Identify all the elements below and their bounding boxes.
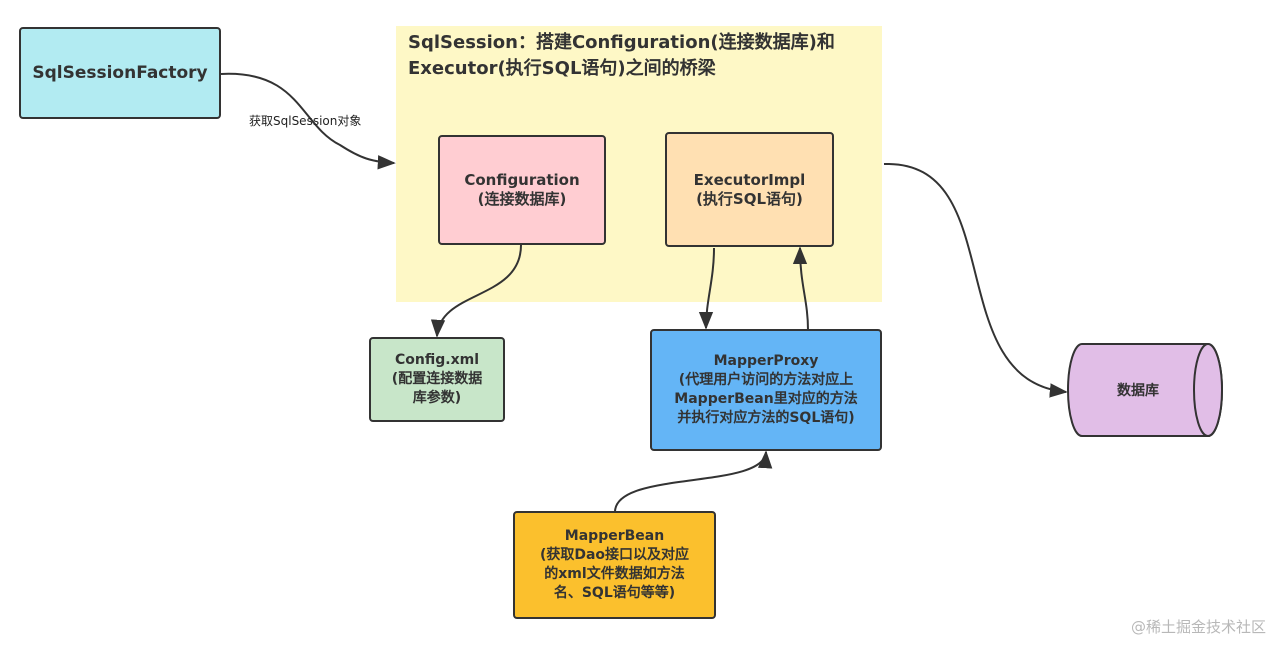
node-configuration-sub: (连接数据库) [477,190,567,208]
edge-label-get-sqlsession: 获取SqlSession对象 [249,114,362,128]
node-mapperbean-sub2: 的xml文件数据如方法 [544,566,685,582]
node-mapperproxy-sub2: MapperBean里对应的方法 [674,391,858,407]
node-database-label[interactable]: 数据库 [1117,383,1159,399]
node-mapperproxy-sub1: (代理用户访问的方法对应上 [678,372,854,388]
node-mapperbean-sub1: (获取Dao接口以及对应 [539,547,690,563]
edge-session-to-database [883,162,1068,398]
node-configxml-sub1: (配置连接数据 [391,371,483,387]
node-sqlsessionfactory-title: SqlSessionFactory [32,62,208,83]
edge-factory-to-session [220,72,396,170]
database-cylinder-cap [1193,343,1223,437]
node-configuration-title: Configuration [464,171,580,189]
node-configuration[interactable]: Configuration (连接数据库) [438,135,606,245]
node-mapperbean-sub3: 名、SQL语句等等) [553,585,676,601]
edge-configuration-to-configxml [430,244,522,338]
node-executorimpl-sub: (执行SQL语句) [696,189,803,208]
node-configxml[interactable]: Config.xml (配置连接数据 库参数) [369,337,505,422]
node-mapperproxy[interactable]: MapperProxy (代理用户访问的方法对应上 MapperBean里对应的… [650,329,882,451]
node-executorimpl-title: ExecutorImpl [693,170,806,189]
sqlsession-panel-title: SqlSession：搭建Configuration(连接数据库)和 Execu… [408,30,878,82]
edge-mapperproxy-to-executor [792,246,809,331]
node-configxml-title: Config.xml [395,352,479,368]
database-cylinder [1067,343,1223,437]
panel-title-line2: Executor(执行SQL语句)之间的桥梁 [408,58,716,79]
watermark: @稀土掘金技术社区 [1130,618,1266,636]
edge-executor-to-mapperproxy [698,247,715,330]
node-sqlsessionfactory[interactable]: SqlSessionFactory [19,27,221,119]
node-mapperproxy-sub3: 并执行对应方法的SQL语句) [677,410,855,426]
edge-mapperbean-to-mapperproxy [614,450,773,513]
node-configxml-sub2: 库参数) [412,390,462,406]
node-mapperproxy-title: MapperProxy [713,353,819,369]
node-executorimpl[interactable]: ExecutorImpl (执行SQL语句) [665,132,834,247]
node-mapperbean[interactable]: MapperBean (获取Dao接口以及对应 的xml文件数据如方法 名、SQ… [513,511,716,619]
panel-title-line1: SqlSession：搭建Configuration(连接数据库)和 [408,32,835,53]
node-mapperbean-title: MapperBean [564,528,665,544]
